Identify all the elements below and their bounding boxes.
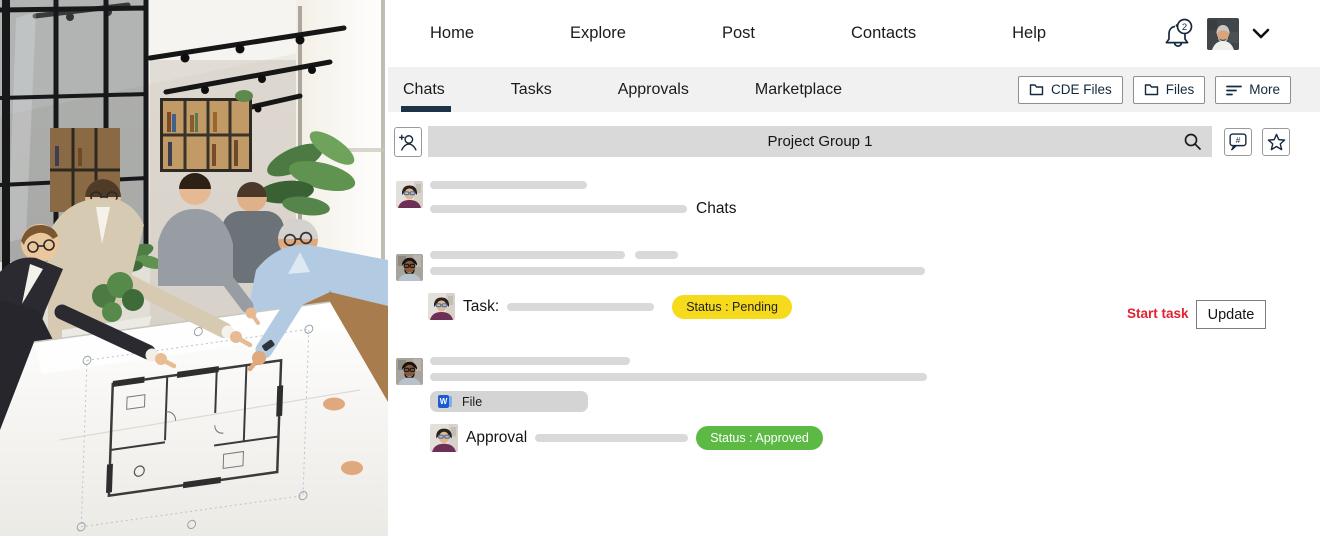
cde-files-label: CDE Files <box>1050 82 1112 97</box>
text-placeholder <box>430 267 925 275</box>
chat-message-row[interactable]: Chats <box>396 181 737 218</box>
avatar <box>396 181 423 208</box>
notification-count: 2 <box>1182 21 1187 32</box>
folder-icon <box>1144 84 1158 96</box>
nav-item-post[interactable]: Post <box>721 24 755 42</box>
search-button[interactable] <box>1183 132 1202 156</box>
nav-item-help[interactable]: Help <box>1012 24 1047 42</box>
nav-right-cluster: 2 <box>1162 17 1320 50</box>
add-member-button[interactable] <box>394 126 422 157</box>
avatar <box>428 293 455 320</box>
avatar <box>430 424 458 452</box>
approval-label: Approval <box>466 429 528 446</box>
cde-files-button[interactable]: CDE Files <box>1017 75 1123 104</box>
more-lines-icon <box>1226 85 1243 95</box>
task-row[interactable]: Task: Status : Pending <box>428 293 792 320</box>
member-avatar-image <box>428 293 455 320</box>
profile-avatar[interactable] <box>1207 17 1239 50</box>
star-icon <box>1267 133 1285 150</box>
file-attachment-chip[interactable]: W File <box>430 391 588 412</box>
bell-icon: 2 <box>1165 18 1193 47</box>
text-placeholder <box>430 251 625 259</box>
text-placeholder <box>430 181 587 189</box>
more-label: More <box>1249 82 1280 97</box>
text-placeholder <box>430 373 927 381</box>
chat-message-row[interactable] <box>396 357 927 385</box>
chat-hash-icon: # <box>1229 133 1247 151</box>
text-placeholder <box>635 251 678 259</box>
update-button[interactable]: Update <box>1196 300 1266 329</box>
member-avatar-image <box>396 358 423 385</box>
status-badge-pending: Status : Pending <box>672 294 792 319</box>
profile-menu-chevron[interactable] <box>1252 28 1270 39</box>
group-title: Project Group 1 <box>767 133 873 150</box>
chat-message-row[interactable] <box>396 251 925 281</box>
tab-tasks[interactable]: Tasks <box>510 80 552 98</box>
chats-label: Chats <box>696 200 737 217</box>
tab-chats[interactable]: Chats <box>401 67 451 112</box>
text-placeholder <box>507 302 655 311</box>
tab-approvals[interactable]: Approvals <box>617 80 689 98</box>
search-icon <box>1184 133 1201 150</box>
member-avatar-image <box>396 181 423 208</box>
office-meeting-illustration <box>0 0 388 536</box>
office-meeting-photo <box>0 0 388 536</box>
nav-item-contacts[interactable]: Contacts <box>851 24 917 42</box>
start-task-link[interactable]: Start task <box>1127 306 1189 321</box>
text-placeholder <box>430 357 630 365</box>
section-tabbar: Chats Tasks Approvals Marketplace CDE Fi… <box>388 67 1320 112</box>
word-file-icon: W <box>438 395 453 408</box>
member-avatar-image <box>430 424 458 452</box>
chevron-down-icon <box>1252 28 1270 39</box>
avatar <box>396 254 423 281</box>
group-header-row: Project Group 1 # <box>388 126 1320 157</box>
nav-item-explore[interactable]: Explore <box>570 24 626 42</box>
approval-row[interactable]: Approval Status : Approved <box>430 424 823 452</box>
main-panel: Home Explore Post Contacts Help 2 <box>388 0 1320 536</box>
member-avatar-image <box>396 254 423 281</box>
tab-marketplace[interactable]: Marketplace <box>754 80 843 98</box>
person-plus-icon <box>399 134 417 151</box>
files-button[interactable]: Files <box>1132 75 1206 104</box>
status-badge-approved: Status : Approved <box>696 426 823 450</box>
word-letter: W <box>438 395 449 408</box>
text-placeholder <box>535 434 689 442</box>
notification-bell-button[interactable]: 2 <box>1162 18 1194 50</box>
more-button[interactable]: More <box>1215 75 1291 104</box>
folder-icon <box>1029 84 1044 96</box>
tab-actions: CDE Files Files More <box>1017 75 1320 104</box>
avatar <box>396 358 423 385</box>
favorite-button[interactable] <box>1262 127 1290 156</box>
group-title-bar[interactable]: Project Group 1 <box>428 126 1212 157</box>
nav-item-home[interactable]: Home <box>430 24 475 42</box>
top-navigation: Home Explore Post Contacts Help 2 <box>388 0 1320 67</box>
files-label: Files <box>1165 82 1195 97</box>
hash-glyph: # <box>1236 136 1241 145</box>
channel-chat-button[interactable]: # <box>1224 127 1252 156</box>
text-placeholder <box>430 205 687 213</box>
task-label: Task: <box>463 297 500 315</box>
profile-avatar-image <box>1207 17 1239 50</box>
file-label: File <box>462 394 483 409</box>
